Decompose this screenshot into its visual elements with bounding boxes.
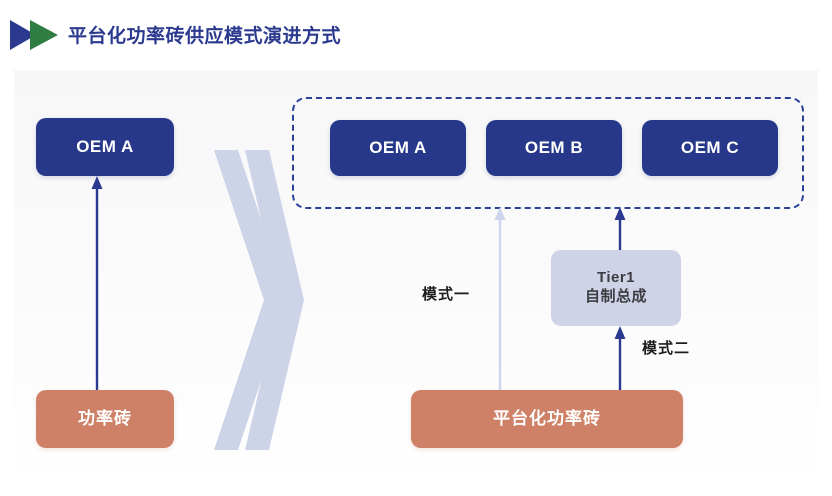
page-title: 平台化功率砖供应模式演进方式 [68, 26, 342, 47]
arrow-brick-to-oem-icon [91, 176, 103, 390]
page-header: 平台化功率砖供应模式演进方式 [0, 0, 832, 70]
power-brick-box[interactable]: 功率砖 [36, 390, 174, 448]
oem-box-current[interactable]: OEM A [36, 118, 174, 176]
double-chevron-logo-icon [10, 20, 58, 50]
oem-box-a[interactable]: OEM A [330, 120, 466, 176]
oem-dashed-group [292, 97, 804, 209]
tier1-label-line1: Tier1 [596, 269, 636, 287]
mode1-label: 模式一 [422, 286, 471, 303]
arrow-mode1-icon [494, 207, 506, 390]
mode2-label: 模式二 [642, 340, 691, 357]
arrow-mode2-lower-icon [614, 326, 626, 390]
tier1-inhouse-assembly-box[interactable]: Tier1 自制总成 [551, 250, 681, 326]
oem-box-b[interactable]: OEM B [486, 120, 622, 176]
platform-power-brick-box[interactable]: 平台化功率砖 [411, 390, 683, 448]
diagram-canvas: OEM A 功率砖 OEM A OEM B OEM C Tier1 自制总成 平… [14, 70, 818, 484]
transition-double-chevron-icon [214, 150, 304, 450]
arrow-mode2-upper-icon [614, 207, 626, 250]
tier1-label-line2: 自制总成 [584, 288, 647, 305]
oem-box-c[interactable]: OEM C [642, 120, 778, 176]
